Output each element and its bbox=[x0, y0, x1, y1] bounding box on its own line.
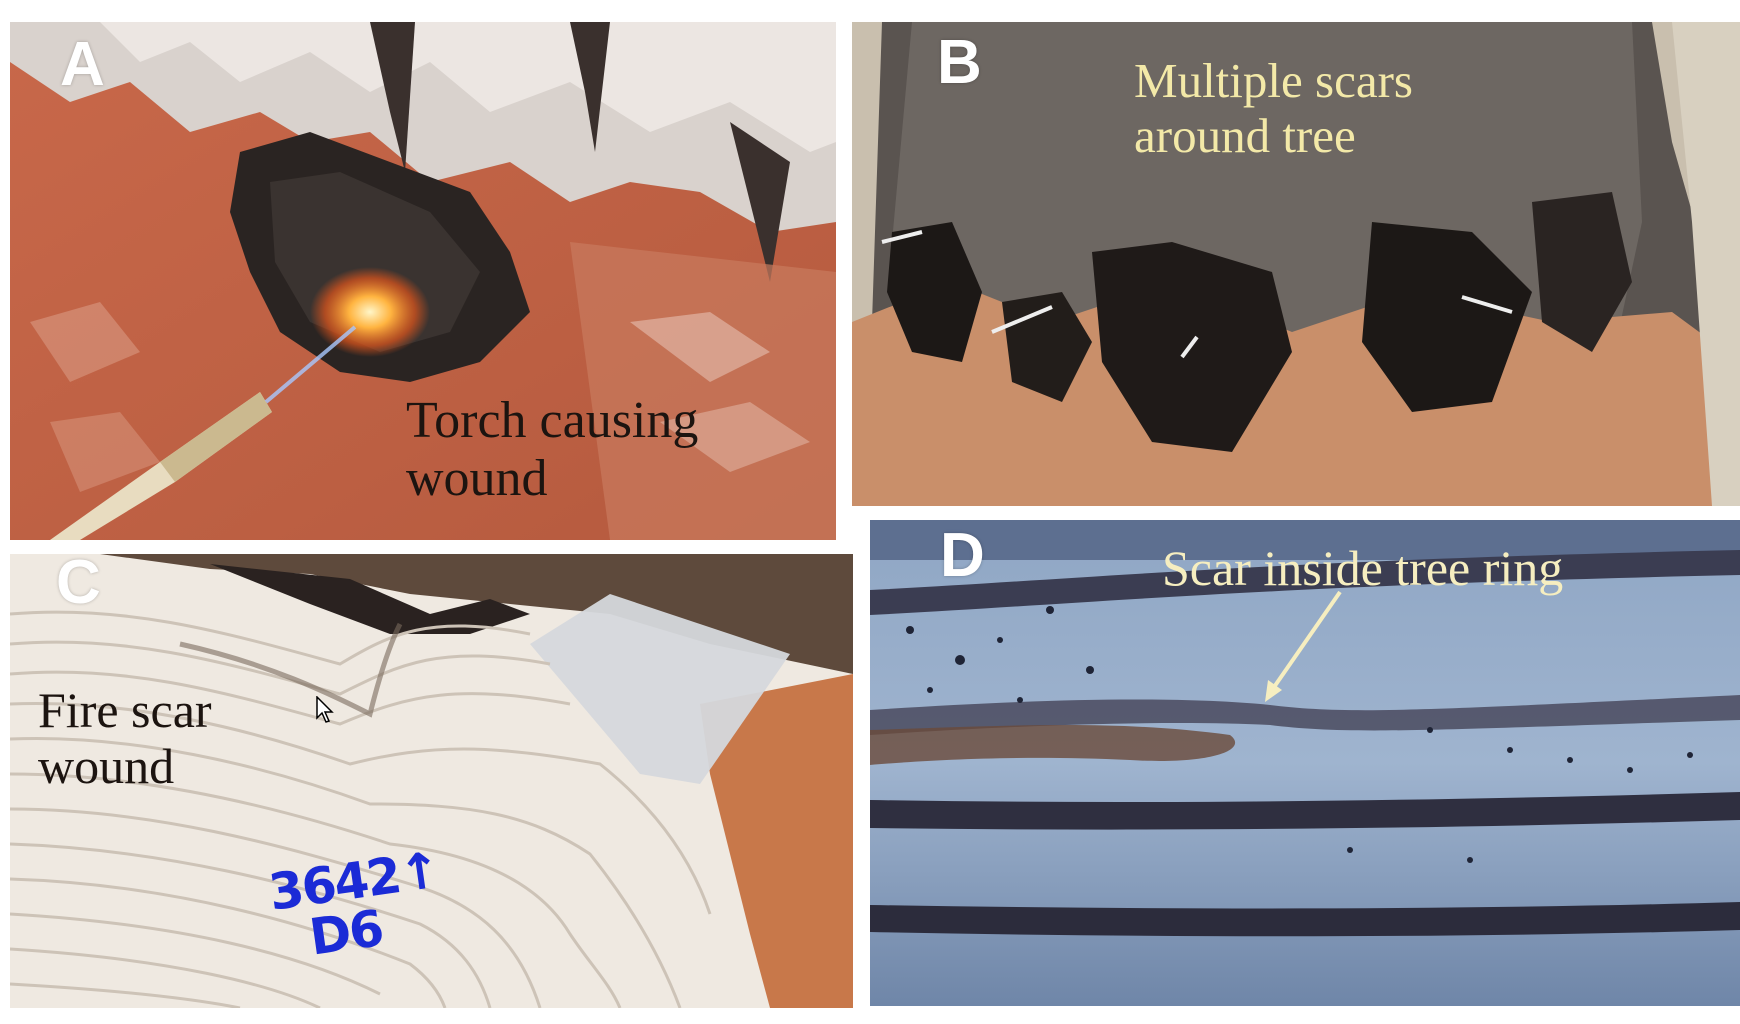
panel-b-caption-line2: around tree bbox=[1134, 107, 1356, 163]
panel-b-caption-line1: Multiple scars bbox=[1134, 53, 1413, 108]
panel-c-caption: Fire scar wound bbox=[38, 682, 212, 794]
photo-panel-d: D Scar inside tree ring bbox=[870, 520, 1740, 1006]
micrograph-photo bbox=[870, 520, 1740, 1006]
panel-c-caption-line2: wound bbox=[38, 738, 175, 794]
panel-c-caption-line1: Fire scar bbox=[38, 682, 212, 738]
cross-section-photo bbox=[10, 554, 853, 1008]
tree-scars-photo bbox=[852, 22, 1740, 506]
panel-label-b: B bbox=[937, 28, 982, 97]
panel-a-caption-line1: Torch causing bbox=[406, 392, 699, 449]
torch-photo bbox=[10, 22, 836, 540]
panel-d-caption: Scar inside tree ring bbox=[1162, 540, 1564, 596]
photo-panel-c: C Fire scar wound 3642↑ D6 bbox=[10, 554, 853, 1008]
mouse-cursor-icon bbox=[316, 696, 334, 723]
panel-label-c: C bbox=[56, 554, 101, 617]
photo-panel-b: B Multiple scars around tree bbox=[852, 22, 1740, 506]
panel-label-d: D bbox=[940, 521, 985, 590]
panel-a-caption-line2: wound bbox=[406, 450, 548, 508]
photo-panel-a: A Torch causing wound bbox=[10, 22, 836, 540]
panel-a-caption: Torch causing wound bbox=[406, 392, 698, 508]
panel-b-caption: Multiple scars around tree bbox=[1134, 53, 1413, 164]
panel-label-a: A bbox=[60, 30, 105, 99]
